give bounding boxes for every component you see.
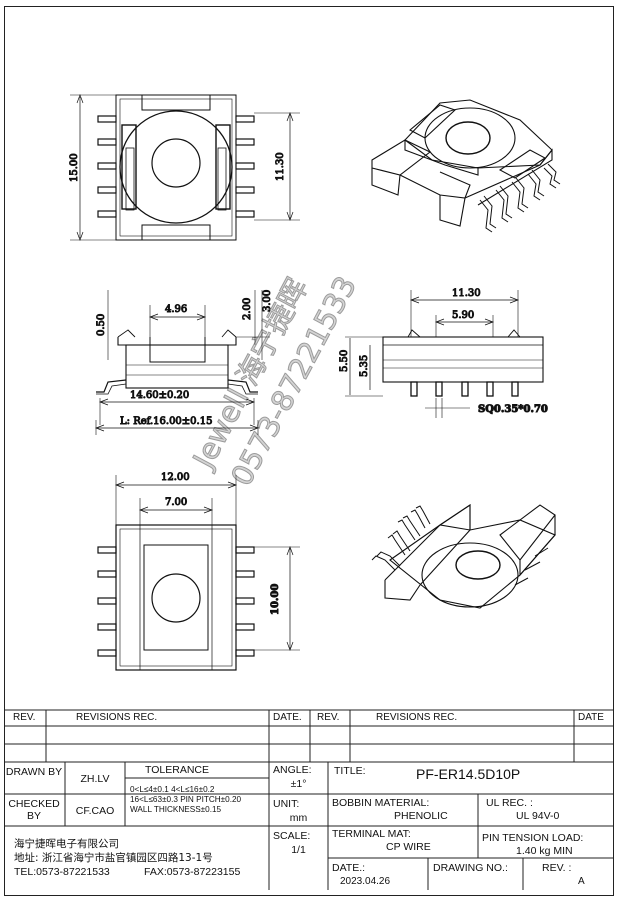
checked-by-label: CHECKED BY: [8, 798, 60, 823]
ul-rec-value: UL 94V-0: [516, 810, 560, 822]
date-value: 2023.04.26: [340, 876, 391, 887]
bobbin-material-label: BOBBIN MATERIAL:: [332, 797, 430, 809]
dim-side-overall-length: L: Ref.16.00±0.15: [120, 416, 212, 427]
tolerance-line1: 0<L≤4±0.1 4<L≤16±0.2: [130, 785, 215, 794]
dim-front-height-a: 5.50: [339, 350, 350, 372]
angle-label: ANGLE:: [273, 764, 312, 776]
rev-label: REV. :: [542, 862, 572, 874]
bobbin-material-value: PHENOLIC: [394, 810, 448, 822]
unit-label: UNIT:: [273, 798, 300, 810]
dim-side-pin-span: 14.60±0.20: [130, 390, 189, 401]
title-label: TITLE:: [334, 765, 366, 777]
revisions-header: REVISIONS REC.: [76, 712, 158, 723]
dim-top-inner-height: 11.30: [275, 152, 286, 181]
dim-front-inner-width: 5.90: [452, 310, 474, 321]
company-name: 海宁捷晖电子有限公司: [14, 838, 119, 850]
dim-front-width: 11.30: [452, 288, 481, 299]
front-view: [345, 290, 544, 418]
company-address: 地址: 浙江省海宁市盐官镇园区四路13-1号: [14, 852, 213, 864]
drawn-by-label: DRAWN BY: [5, 766, 63, 778]
tolerance-line2: 16<L≤63±0.3 PIN PITCH±0.20: [130, 795, 242, 804]
date-label: DATE.:: [332, 862, 366, 874]
side-view: [95, 290, 270, 435]
rev-value: A: [578, 876, 585, 887]
title-block-grid: [4, 709, 614, 890]
date-header: DATE.: [273, 712, 302, 723]
revisions-header-2: REVISIONS REC.: [376, 712, 458, 723]
rev-header: REV.: [13, 712, 36, 723]
terminal-mat-label: TERMINAL MAT:: [332, 828, 411, 840]
tolerance-label: TOLERANCE: [145, 764, 209, 776]
angle-value: ±1°: [290, 778, 307, 790]
pin-tension-value: 1.40 kg MIN: [516, 845, 573, 857]
pin-tension-label: PIN TENSION LOAD:: [482, 832, 584, 844]
date-header-2: DATE: [578, 712, 604, 723]
dim-bottom-height: 10.00: [270, 584, 281, 615]
dim-front-height-b: 5.35: [359, 355, 370, 377]
tolerance-line3: WALL THICKNESS±0.15: [130, 805, 222, 814]
isometric-view-bottom: [371, 503, 556, 609]
scale-label: SCALE:: [273, 830, 311, 842]
unit-value: mm: [289, 812, 308, 824]
terminal-mat-value: CP WIRE: [386, 841, 431, 853]
dim-bottom-width: 12.00: [161, 472, 190, 483]
company-fax: FAX:0573-87223155: [144, 866, 241, 878]
dim-pin-square: SQ0.35*0.70: [478, 404, 548, 415]
dim-bottom-inner-width: 7.00: [165, 497, 187, 508]
title-value: PF-ER14.5D10P: [416, 766, 521, 782]
dim-top-height: 15.00: [69, 153, 80, 182]
company-tel: TEL:0573-87221533: [14, 866, 110, 878]
dim-side-height-b: 3.00: [262, 290, 273, 312]
drawing-no-label: DRAWING NO.:: [433, 862, 508, 874]
dim-side-offset: 0.50: [96, 314, 107, 336]
dim-side-inner-width: 4.96: [165, 304, 187, 315]
bottom-view: [97, 475, 300, 671]
scale-value: 1/1: [291, 844, 306, 856]
top-view: [70, 94, 300, 241]
checked-by-value: CF.CAO: [75, 805, 115, 817]
ul-rec-label: UL REC. :: [486, 797, 533, 809]
dim-side-height-a: 2.00: [242, 298, 253, 320]
drawn-by-value: ZH.LV: [80, 773, 110, 785]
rev-header-2: REV.: [317, 712, 340, 723]
isometric-view-top: [371, 99, 561, 233]
drawing-sheet: [4, 6, 614, 896]
